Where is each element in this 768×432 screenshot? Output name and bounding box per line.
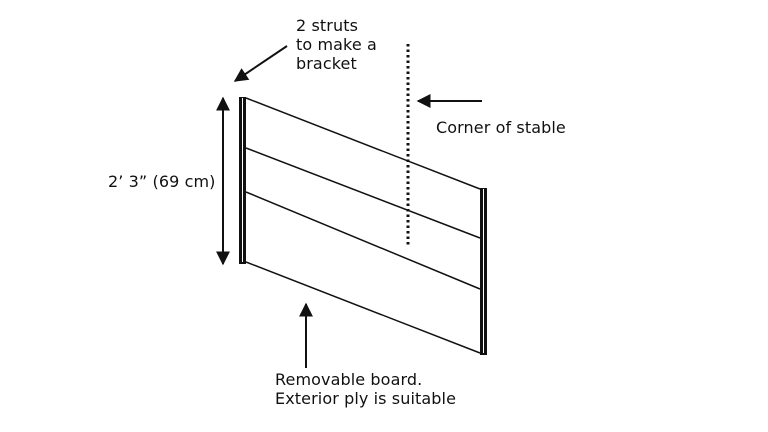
board-bottom-edge [245, 261, 481, 354]
board-label-line-1: Removable board. [275, 370, 423, 389]
board-divider-2 [245, 191, 481, 290]
struts-label-line-2: to make a [296, 35, 377, 54]
board-top-edge [245, 97, 481, 190]
board-label: Removable board. Exterior ply is suitabl… [275, 370, 456, 408]
board-divider-1 [245, 147, 481, 239]
struts-label: 2 struts to make a bracket [296, 16, 377, 73]
height-label: 2’ 3” (69 cm) [108, 172, 216, 191]
removable-board [245, 97, 481, 354]
struts-label-line-3: bracket [296, 54, 357, 73]
struts-arrow [233, 45, 288, 82]
struts-label-line-1: 2 struts [296, 16, 359, 35]
board-label-line-2: Exterior ply is suitable [275, 389, 457, 408]
corner-label: Corner of stable [436, 118, 566, 137]
